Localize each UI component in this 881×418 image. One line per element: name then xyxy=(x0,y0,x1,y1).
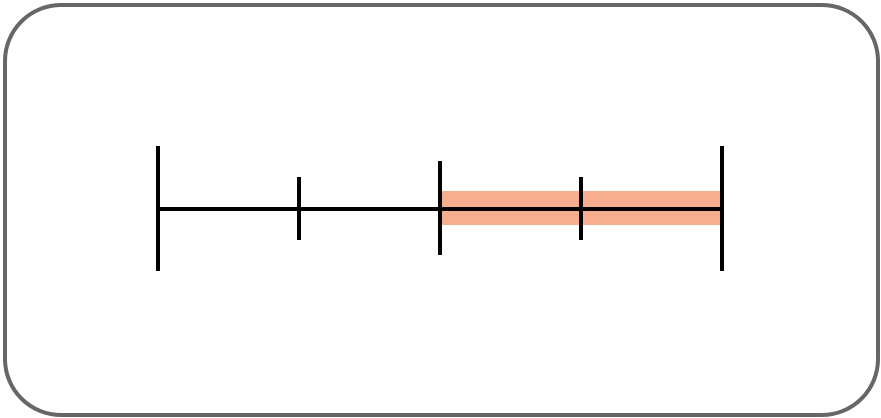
tick-marks xyxy=(156,146,724,271)
